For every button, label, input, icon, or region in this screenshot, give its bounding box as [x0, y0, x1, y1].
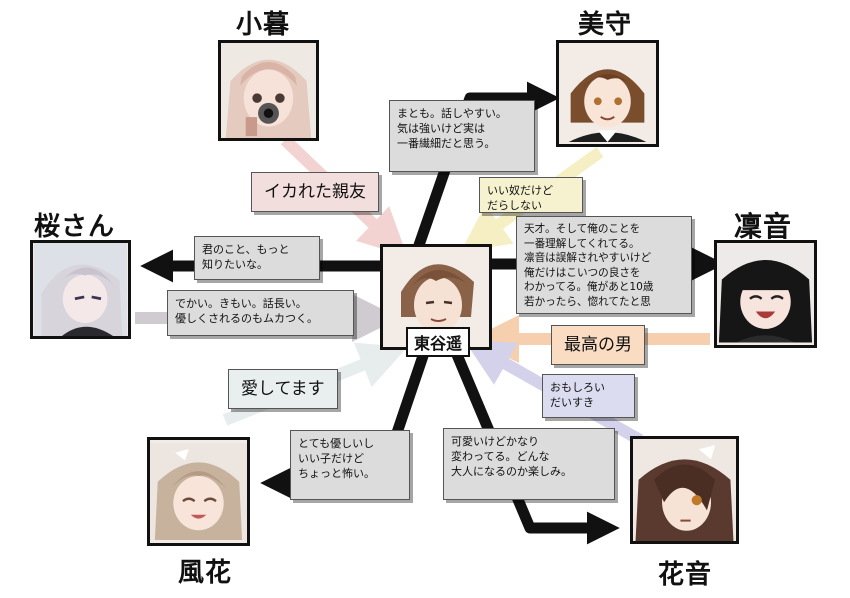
- portrait-kanon: [630, 436, 739, 544]
- sakura-portrait-image: [34, 243, 127, 336]
- label-kogure-to-center: イカれた親友: [251, 172, 379, 212]
- name-kanon: 花音: [658, 560, 713, 590]
- portrait-kogure: [218, 40, 319, 141]
- portrait-rinne: [714, 240, 817, 348]
- name-mamoru: 美守: [578, 10, 633, 40]
- label-center-to-sakura: 君のこと、もっと 知りたいな。: [194, 236, 320, 280]
- mamoru-portrait-image: [559, 45, 656, 142]
- label-center-to-mamoru: まとも。話しやすい。 気は強いけど実は 一番繊細だと思う。: [389, 100, 535, 172]
- portrait-sakura: [30, 240, 131, 339]
- name-fuka: 風花: [178, 558, 233, 588]
- fuka-portrait-image: [150, 443, 247, 540]
- label-center-to-kanon: 可愛いけどかなり 変わってる。どんな 大人になるのか楽しみ。: [443, 428, 615, 500]
- arrow-center-to-kanon: [449, 347, 620, 545]
- name-rinne: 凜音: [734, 210, 793, 243]
- kanon-portrait-image: [633, 439, 736, 541]
- label-mamoru-to-center: いい奴だけど だらしない: [479, 177, 583, 213]
- portrait-mamoru: [556, 40, 659, 147]
- portrait-fuka: [147, 437, 250, 546]
- rinne-portrait-image: [717, 245, 814, 343]
- arrow-center-to-mamoru: [412, 81, 560, 250]
- name-sakura: 桜さん: [34, 212, 116, 242]
- name-kogure: 小暮: [236, 10, 291, 40]
- center-name-label: 東谷遥: [406, 327, 471, 357]
- label-rinne-to-center: 最高の男: [551, 325, 645, 365]
- label-sakura-to-center: でかい。きもい。話長い。 優しくされるのもムカつく。: [167, 290, 354, 336]
- label-center-to-fuka: とても優しいし いい子だけど ちょっと怖い。: [290, 430, 410, 500]
- label-kanon-to-center: おもしろい だいすき: [542, 374, 635, 418]
- label-fuka-to-center: 愛してます: [228, 369, 338, 409]
- label-center-to-rinne: 天才。そして俺のことを 一番理解してくれてる。 凛音は誤解されやすいけど 俺だけ…: [516, 216, 692, 314]
- kogure-portrait-image: [221, 43, 316, 138]
